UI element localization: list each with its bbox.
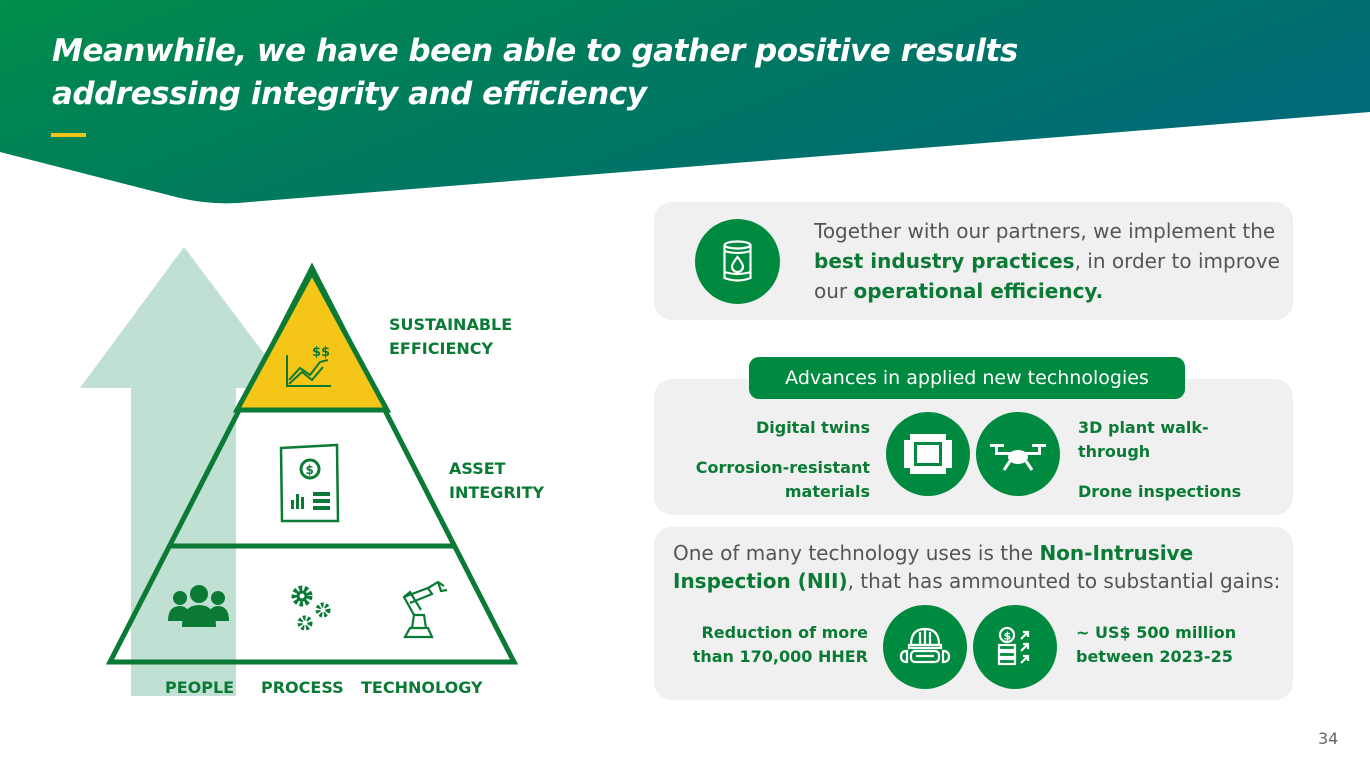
drone-icon — [990, 444, 1046, 471]
money-badge: $ — [973, 605, 1057, 689]
drone-badge — [976, 412, 1060, 496]
svg-text:$: $ — [306, 463, 314, 477]
technologies-card — [654, 379, 1293, 515]
partners-highlight-practices: best industry practices — [814, 249, 1075, 273]
technologies-heading: Advances in applied new technologies — [749, 357, 1185, 399]
tech-item-digital-twins: Digital twins — [755, 418, 870, 437]
header-background — [0, 0, 1370, 204]
people-group-icon — [168, 585, 229, 627]
tier-label-line: ASSET — [449, 459, 506, 478]
oil-barrel-badge — [695, 219, 780, 304]
header-banner: Meanwhile, we have been able to gather p… — [0, 0, 1370, 210]
base-label-technology: TECHNOLOGY — [361, 678, 483, 697]
base-label-process: PROCESS — [261, 678, 344, 697]
tier-label-asset-integrity: ASSET INTEGRITY — [449, 457, 544, 505]
page-title: Meanwhile, we have been able to gather p… — [52, 33, 1018, 112]
pyramid-diagram: $$ $ — [80, 247, 519, 696]
pyramid-top-tier — [232, 266, 392, 413]
nii-text-part: , that has ammounted to substantial gain… — [847, 569, 1281, 593]
nii-text: One of many technology uses is the Non-I… — [673, 539, 1283, 595]
robotic-arm-icon — [402, 580, 448, 639]
tech-item-drone-inspections: Drone inspections — [1078, 482, 1242, 501]
digital-twin-badge — [886, 412, 970, 496]
safety-helmet-goggles-icon — [899, 627, 951, 664]
nii-highlight: Non-Intrusive Inspection (NII) — [673, 541, 1194, 593]
tier-label-sustainable-efficiency: SUSTAINABLE EFFICIENCY — [389, 313, 512, 361]
base-label-people: PEOPLE — [165, 678, 235, 697]
tier-label-line: INTEGRITY — [449, 483, 545, 502]
pyramid-outline — [105, 262, 519, 665]
nii-stat-hher: Reduction of more than 170,000 HHER — [692, 623, 868, 666]
growth-chart-dollar-icon: $$ — [286, 345, 331, 387]
nii-stat-savings: ~ US$ 500 million between 2023-25 — [1076, 623, 1237, 666]
tier-label-line: SUSTAINABLE — [389, 315, 513, 334]
tier-label-line: EFFICIENCY — [389, 339, 494, 358]
financial-report-icon: $ — [279, 443, 340, 523]
nii-text-part: One of many technology uses is the — [673, 541, 1040, 565]
digital-twin-chip-icon — [904, 434, 952, 474]
title-accent-bar — [51, 133, 86, 137]
svg-text:$$: $$ — [312, 345, 330, 360]
page-number: 34 — [1318, 729, 1339, 748]
svg-text:$: $ — [1004, 630, 1012, 643]
gears-icon — [291, 585, 331, 631]
money-growth-icon: $ — [997, 626, 1030, 666]
tech-item-corrosion-resistant: Corrosion-resistant materials — [695, 458, 870, 501]
nii-card — [654, 527, 1293, 700]
partners-highlight-efficiency: operational efficiency. — [853, 279, 1104, 303]
oil-barrel-icon — [723, 240, 752, 282]
tech-item-3d-plant-walkthrough: 3D plant walk-through — [1078, 418, 1209, 461]
growth-arrow — [80, 247, 290, 696]
safety-badge — [883, 605, 967, 689]
partners-text: Together with our partners, we implement… — [814, 216, 1284, 306]
partners-text-part: Together with our partners, we implement… — [814, 219, 1276, 243]
partners-text-part: , in order to improve our — [814, 249, 1280, 303]
